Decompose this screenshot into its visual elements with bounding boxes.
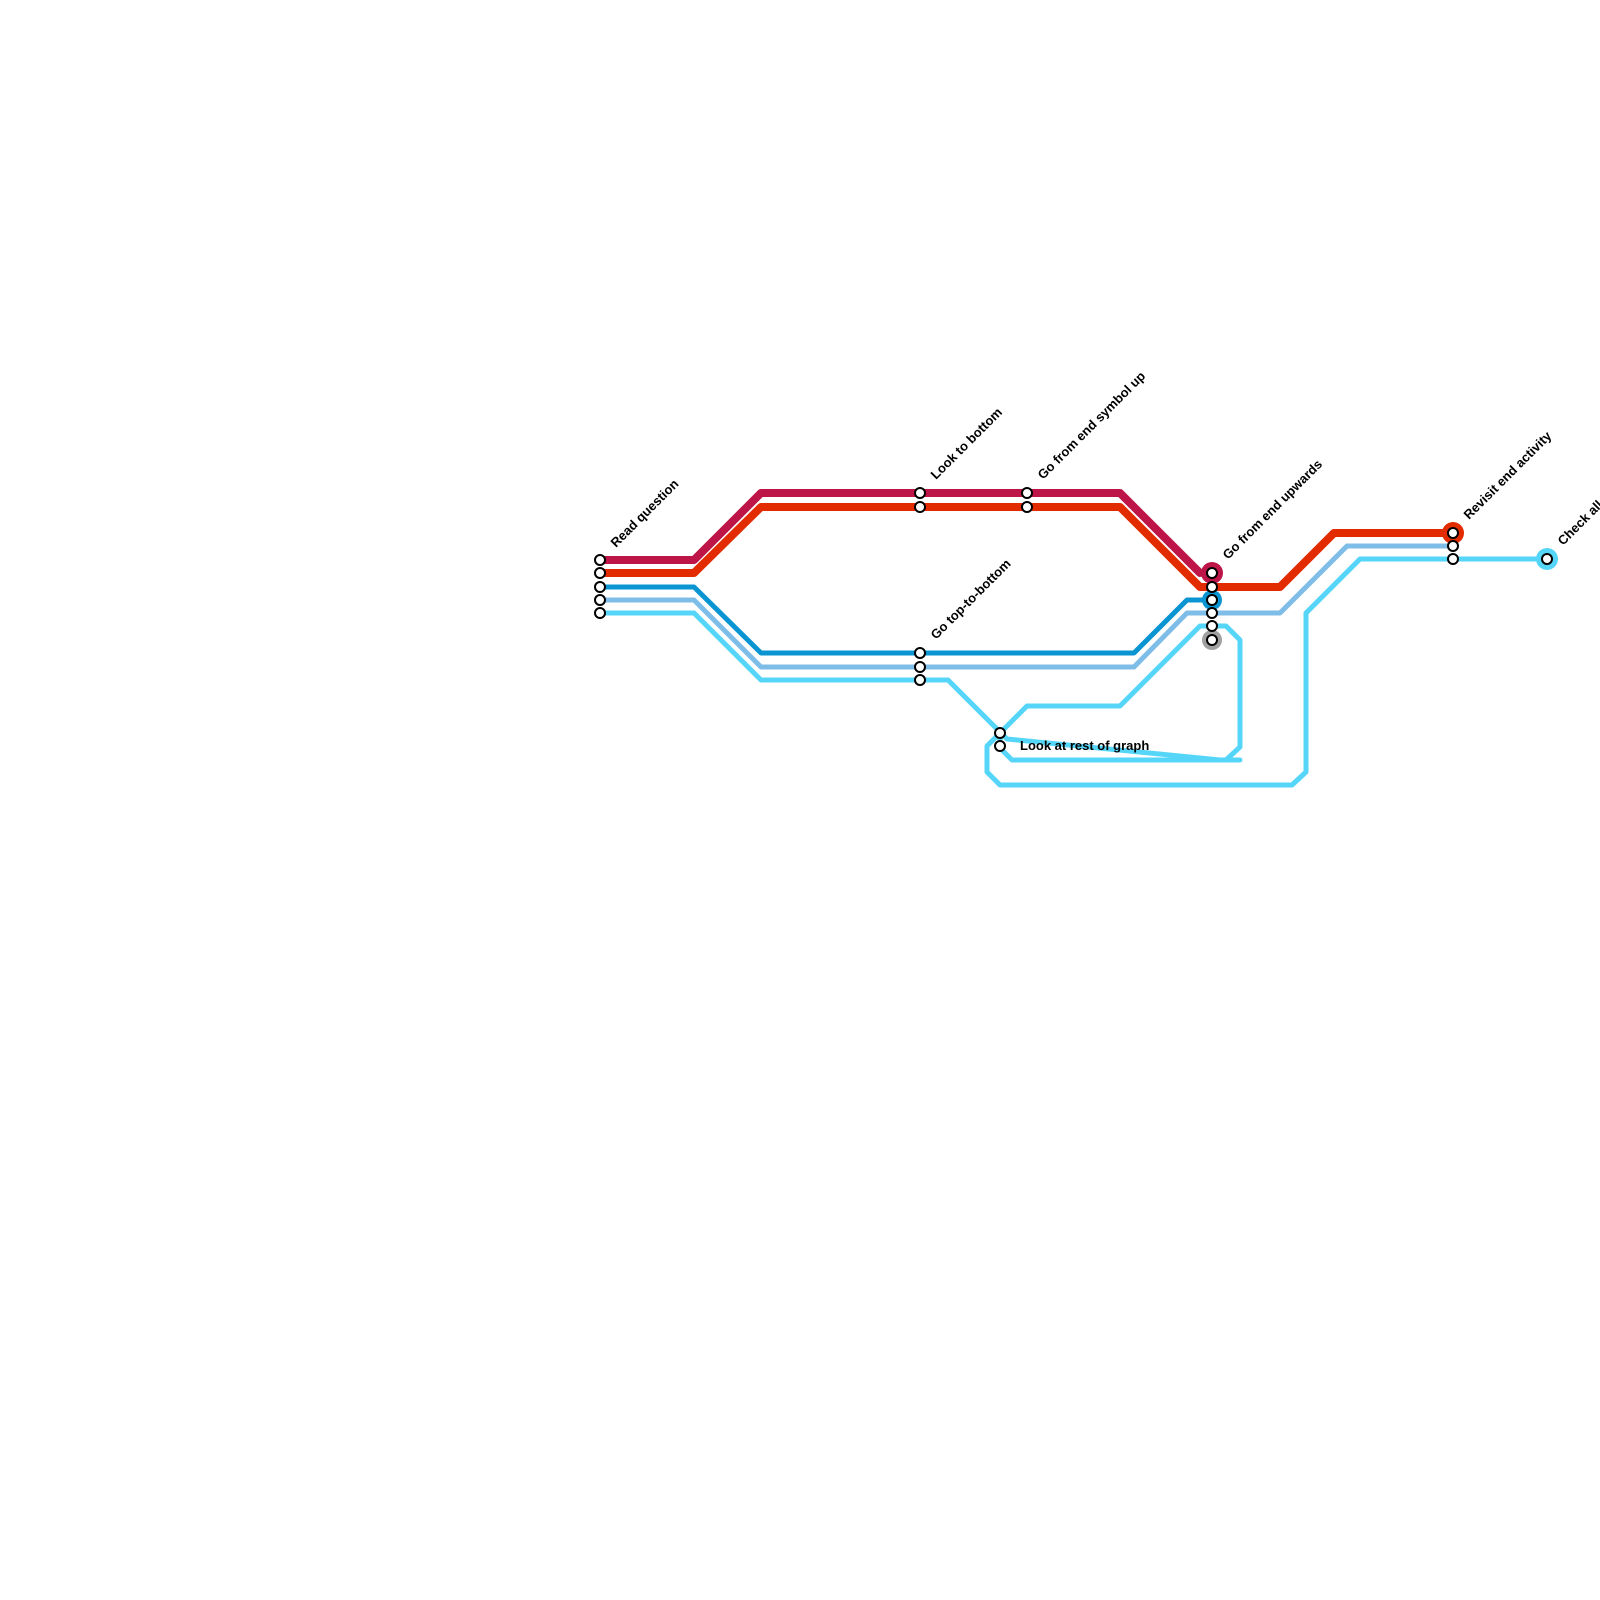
route-blue xyxy=(597,584,1215,656)
label-go-from-end-symbol-up: Go from end symbol up xyxy=(1035,368,1149,482)
station-go-from-end-upwards[interactable] xyxy=(1206,567,1218,646)
label-go-from-end-upwards: Go from end upwards xyxy=(1220,457,1326,563)
label-go-top-to-bottom: Go top-to-bottom xyxy=(928,556,1014,642)
station-revisit-end-activity[interactable] xyxy=(1447,527,1459,565)
station-go-from-end-symbol-up[interactable] xyxy=(1021,487,1033,513)
route-light-blue xyxy=(597,543,1456,670)
station-look-at-rest-of-graph[interactable] xyxy=(994,727,1006,752)
station-look-to-bottom[interactable] xyxy=(914,487,926,513)
route-crimson xyxy=(596,489,1204,577)
label-revisit-end-activity: Revisit end activity xyxy=(1461,428,1555,522)
route-red xyxy=(596,503,1457,591)
station-go-top-to-bottom[interactable] xyxy=(914,647,926,686)
route-cyan-loop xyxy=(984,556,1545,788)
label-check-all: Check all xyxy=(1555,497,1600,548)
label-look-to-bottom: Look to bottom xyxy=(928,405,1005,482)
label-read-question: Read question xyxy=(608,476,682,550)
route-cyan xyxy=(597,610,1243,763)
station-check-all[interactable] xyxy=(1541,553,1553,565)
label-look-at-rest-of-graph: Look at rest of graph xyxy=(1020,738,1149,753)
station-stops xyxy=(594,487,1553,752)
station-read-question[interactable] xyxy=(594,554,606,619)
